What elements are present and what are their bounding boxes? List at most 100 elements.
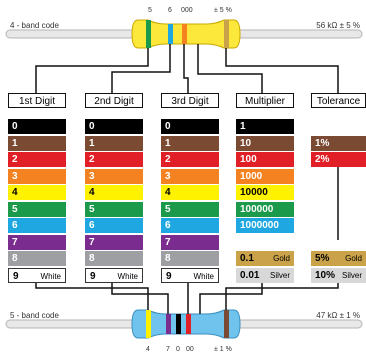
digit1-row-value: 6: [12, 220, 18, 231]
top-band-code-label: 4 - band code: [10, 21, 59, 30]
tolerance-row-value: 2%: [315, 154, 330, 165]
top-band-blue: [168, 24, 173, 44]
digit3-row-value: 7: [165, 236, 171, 248]
digit2-row-color-name: White: [117, 271, 138, 281]
tolerance-row-color-name: Gold: [345, 254, 362, 263]
digit3-row: 7: [161, 234, 219, 250]
tolerance-row: 5% Gold: [311, 251, 366, 266]
digit1-row: 0: [8, 119, 66, 134]
digit3-row-value: 6: [165, 220, 171, 231]
digit1-row-value: 8: [12, 253, 18, 264]
digit3-row: 5: [161, 201, 219, 217]
tolerance-row-value: 10%: [315, 269, 336, 281]
header-2nd-digit: 2nd Digit: [85, 93, 143, 108]
bottom-code-1: 4: [146, 346, 150, 353]
digit2-row-value: 2: [89, 154, 95, 165]
digit1-row: 8: [8, 251, 66, 266]
bottom-band-black: [176, 314, 181, 334]
digit3-row-value: 5: [165, 203, 171, 215]
digit3-row: 2: [161, 152, 219, 167]
digit2-row: 1: [85, 135, 143, 151]
tolerance-row-value: 1%: [315, 137, 330, 149]
bottom-band-red: [186, 314, 191, 334]
tolerance-row-value: 5%: [315, 253, 330, 264]
digit3-row-value: 4: [165, 187, 171, 198]
digit1-row-value: 3: [12, 170, 18, 182]
header-1st-digit: 1st Digit: [8, 93, 66, 108]
digit2-row: 0: [85, 119, 143, 134]
top-code-1: 5: [148, 7, 152, 14]
digit2-row: 4: [85, 185, 143, 200]
top-band-green: [146, 20, 151, 48]
top-code-4: ± 5 %: [214, 7, 232, 14]
digit1-row: 7: [8, 234, 66, 250]
bottom-band-violet: [166, 314, 171, 334]
bottom-code-2: 7: [166, 346, 170, 353]
digit3-row: 4: [161, 185, 219, 200]
digit1-row: 3: [8, 168, 66, 184]
top-code-3: 000: [181, 7, 193, 14]
header-3rd-digit: 3rd Digit: [161, 93, 219, 108]
bottom-band-yellow: [146, 310, 151, 338]
digit2-row: 5: [85, 201, 143, 217]
multiplier-row: 0.1 Gold: [236, 251, 294, 266]
digit3-row-value: 1: [165, 137, 171, 149]
bottom-band-code-label: 5 - band code: [10, 311, 59, 320]
multiplier-row-value: 10000: [240, 187, 268, 198]
multiplier-row: 100: [236, 152, 294, 167]
digit1-row: 6: [8, 218, 66, 233]
digit2-row-value: 4: [89, 187, 95, 198]
digit1-row-value: 1: [12, 137, 18, 149]
tolerance-row: 10%Silver: [311, 267, 366, 283]
digit2-row: 3: [85, 168, 143, 184]
top-connector-lines: [35, 44, 339, 93]
digit2-row-value: 5: [89, 203, 95, 215]
bottom-code-5: ± 1 %: [214, 346, 232, 353]
multiplier-row-value: 10: [240, 137, 252, 149]
digit2-row-value: 9: [90, 270, 96, 282]
digit1-row-value: 9: [13, 270, 19, 282]
digit3-row-value: 8: [165, 253, 171, 264]
digit1-row-value: 7: [12, 236, 18, 248]
digit1-row: 4: [8, 185, 66, 200]
multiplier-row: 10: [236, 135, 294, 151]
multiplier-row-value: 0.1: [240, 253, 254, 264]
tolerance-row: 2%: [311, 152, 366, 167]
digit2-row-value: 1: [89, 137, 95, 149]
digit1-row: 2: [8, 152, 66, 167]
top-value-label: 56 kΩ ± 5 %: [316, 21, 360, 30]
multiplier-row: 1: [236, 119, 294, 134]
digit3-row: 1: [161, 135, 219, 151]
digit2-row: 9 White: [85, 267, 143, 283]
bottom-code-3: 0: [176, 346, 180, 353]
multiplier-row-value: 1000000: [240, 220, 279, 231]
digit2-row: 6: [85, 218, 143, 233]
header-tolerance: Tolerance: [311, 93, 366, 108]
multiplier-row-color-name: Gold: [273, 254, 290, 263]
digit1-row-color-name: White: [40, 271, 61, 281]
digit2-row-value: 6: [89, 220, 95, 231]
multiplier-row-color-name: Silver: [269, 270, 290, 280]
multiplier-row: 1000000: [236, 218, 294, 233]
multiplier-row: 100000: [236, 201, 294, 217]
multiplier-row-value: 1000: [240, 170, 263, 182]
tolerance-row: 1%: [311, 135, 366, 151]
digit1-row-value: 0: [12, 121, 18, 132]
digit1-row: 1: [8, 135, 66, 151]
digit3-row-color-name: White: [193, 271, 214, 281]
digit2-row: 2: [85, 152, 143, 167]
digit2-row: 8: [85, 251, 143, 266]
multiplier-row-value: 100000: [240, 203, 274, 215]
top-lead-left: [5, 29, 137, 39]
top-band-gold: [224, 20, 229, 48]
digit3-row-value: 2: [165, 154, 171, 165]
digit2-row-value: 0: [89, 121, 95, 132]
bottom-lead-left: [5, 319, 137, 329]
multiplier-row: 1000: [236, 168, 294, 184]
digit2-row-value: 7: [89, 236, 95, 248]
digit3-row: 8: [161, 251, 219, 266]
bottom-band-brown: [224, 310, 229, 338]
bottom-value-label: 47 kΩ ± 1 %: [316, 311, 360, 320]
